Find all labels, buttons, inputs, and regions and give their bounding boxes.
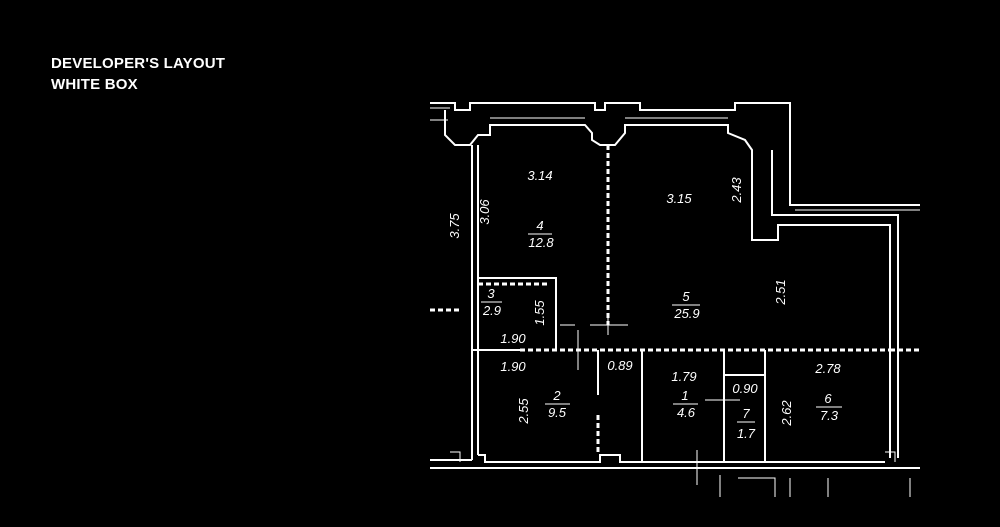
room-6-area: 7.3 <box>820 408 839 423</box>
room-5-area: 25.9 <box>673 306 699 321</box>
exterior-walls <box>430 102 920 497</box>
room-7-area: 1.7 <box>737 426 756 441</box>
title-line-developers-layout: DEVELOPER'S LAYOUT <box>51 55 226 72</box>
dim-1-79: 1.79 <box>671 369 696 384</box>
dim-2-62: 2.62 <box>779 400 794 427</box>
dim-3-75: 3.75 <box>447 213 462 239</box>
dim-3-14: 3.14 <box>527 168 552 183</box>
dim-1-90-lower: 1.90 <box>500 359 526 374</box>
room-3-area: 2.9 <box>482 303 501 318</box>
dim-1-55: 1.55 <box>532 300 547 326</box>
title-line-white-box: WHITE BOX <box>51 76 138 93</box>
axis-markers <box>560 315 740 485</box>
dim-1-90-upper: 1.90 <box>500 331 526 346</box>
dim-2-43: 2.43 <box>729 177 744 204</box>
room-3-number: 3 <box>487 286 495 301</box>
dim-2-78: 2.78 <box>814 361 841 376</box>
dim-2-55: 2.55 <box>516 398 531 425</box>
room-6-number: 6 <box>824 391 832 406</box>
room-4-area: 12.8 <box>528 235 554 250</box>
dim-3-15: 3.15 <box>666 191 692 206</box>
room-7-number: 7 <box>742 406 750 421</box>
dim-0-90: 0.90 <box>732 381 758 396</box>
layout-title: DEVELOPER'S LAYOUT WHITE BOX <box>51 53 225 95</box>
room-2-area: 9.5 <box>548 405 567 420</box>
dimension-labels: 3.14 3.06 3.75 3.15 2.43 2.51 1.55 1.90 … <box>447 168 841 427</box>
dim-2-51: 2.51 <box>773 279 788 305</box>
dim-3-06: 3.06 <box>477 199 492 225</box>
room-labels: 4 12.8 5 25.9 3 2.9 2 9.5 1 4.6 7 1.7 6 … <box>481 218 842 441</box>
room-4-number: 4 <box>536 218 543 233</box>
room-1-area: 4.6 <box>677 405 696 420</box>
dim-0-89: 0.89 <box>607 358 632 373</box>
room-1-number: 1 <box>681 388 688 403</box>
room-2-number: 2 <box>552 388 561 403</box>
room-5-number: 5 <box>682 289 690 304</box>
interior-walls <box>430 145 920 462</box>
